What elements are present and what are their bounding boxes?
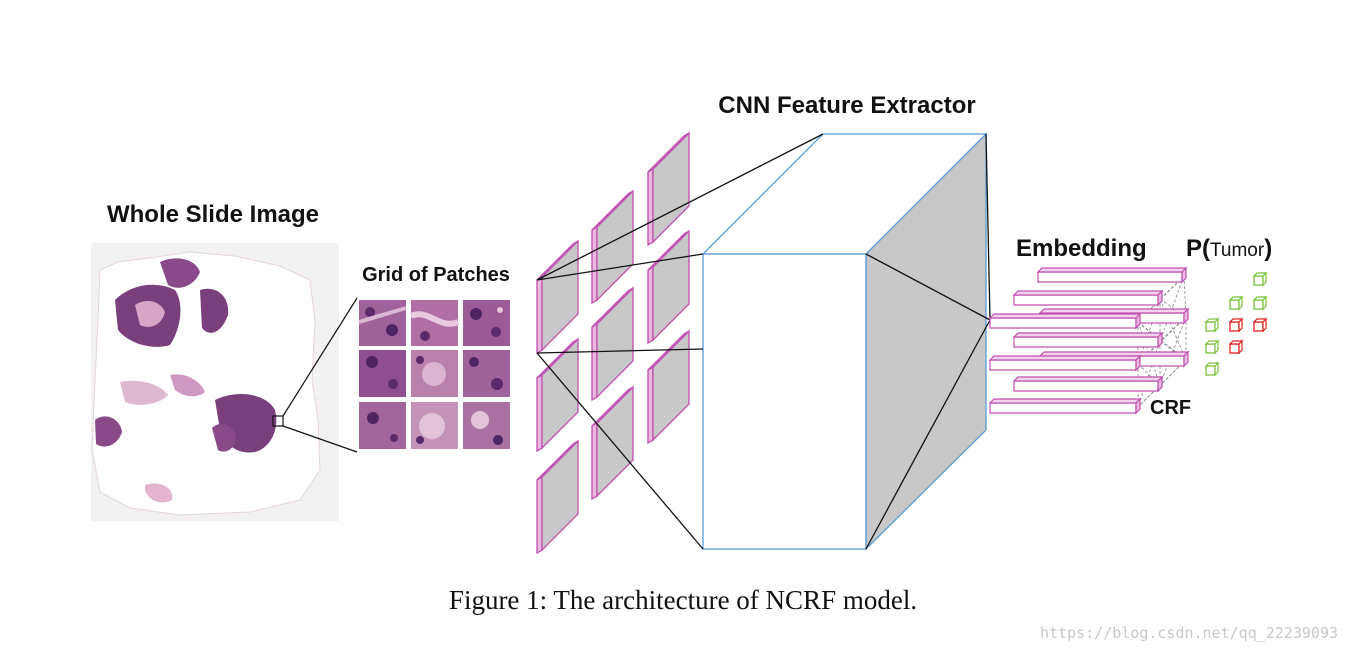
tumor-cube-positive bbox=[1252, 317, 1268, 333]
tumor-cube-positive bbox=[1228, 317, 1244, 333]
svg-text:P(Tumor): P(Tumor) bbox=[1186, 235, 1272, 262]
cnn-title: CNN Feature Extractor bbox=[718, 92, 975, 119]
figure-caption: Figure 1: The architecture of NCRF model… bbox=[449, 585, 917, 615]
patch-slab-3-2 bbox=[647, 229, 690, 345]
patch-1-2 bbox=[409, 300, 460, 346]
patch-3-3 bbox=[463, 402, 510, 449]
tumor-cube-negative bbox=[1228, 295, 1244, 311]
cnn-front-face bbox=[702, 253, 867, 550]
patch-1-1 bbox=[358, 300, 407, 346]
tumor-cube-negative bbox=[1204, 339, 1220, 355]
cnn-projection-lines bbox=[536, 133, 991, 550]
patch-slabs bbox=[536, 131, 690, 555]
tumor-cube-negative bbox=[1204, 317, 1220, 333]
embedding-bar-4 bbox=[988, 312, 1142, 330]
patch-2-1 bbox=[359, 350, 406, 397]
crf-label: CRF bbox=[1150, 397, 1191, 419]
watermark: https://blog.csdn.net/qq_22239093 bbox=[1040, 624, 1338, 642]
patch-slab-1-3 bbox=[536, 439, 579, 555]
embedding-title: Embedding bbox=[1016, 235, 1147, 262]
wsi-title: Whole Slide Image bbox=[107, 201, 319, 228]
tumor-cube-negative bbox=[1204, 361, 1220, 377]
embedding-bar-2 bbox=[1012, 289, 1164, 307]
patch-slab-1-1 bbox=[536, 239, 579, 355]
patch-1-3 bbox=[463, 300, 510, 346]
embedding-bar-8 bbox=[1012, 375, 1164, 393]
zoom-line-top bbox=[282, 297, 358, 417]
patch-slab-3-1 bbox=[647, 131, 690, 247]
embedding-bar-7 bbox=[988, 354, 1142, 372]
patch-3-2 bbox=[411, 402, 458, 449]
embedding-bar-5 bbox=[1012, 331, 1164, 349]
patch-slab-2-3 bbox=[591, 385, 634, 501]
tumor-cube-negative bbox=[1252, 295, 1268, 311]
patch-slab-2-2 bbox=[591, 286, 634, 402]
patch-grid bbox=[358, 300, 510, 449]
grid-title: Grid of Patches bbox=[362, 264, 510, 286]
tumor-probability-cubes bbox=[1204, 271, 1268, 377]
crf-edge bbox=[1183, 275, 1187, 318]
cnn-box bbox=[701, 132, 988, 551]
tumor-cube-negative bbox=[1252, 271, 1268, 287]
embedding-bar-9 bbox=[988, 397, 1142, 415]
embedding-bar-1 bbox=[1036, 266, 1188, 284]
patch-3-1 bbox=[359, 402, 406, 449]
patch-slab-1-2 bbox=[536, 337, 579, 453]
patch-slab-3-3 bbox=[647, 329, 690, 445]
patch-slab-2-1 bbox=[591, 189, 634, 305]
patch-2-3 bbox=[463, 350, 510, 397]
zoom-line-bottom bbox=[282, 425, 358, 453]
patch-2-2 bbox=[411, 350, 458, 397]
crf-edge bbox=[1137, 359, 1187, 408]
p-tumor-label: P(Tumor) bbox=[1186, 235, 1272, 262]
crf-edge bbox=[1159, 316, 1187, 386]
embedding-bars bbox=[988, 266, 1190, 415]
crf-edge bbox=[1159, 275, 1185, 342]
whole-slide-image bbox=[91, 243, 339, 521]
tumor-cube-positive bbox=[1228, 339, 1244, 355]
